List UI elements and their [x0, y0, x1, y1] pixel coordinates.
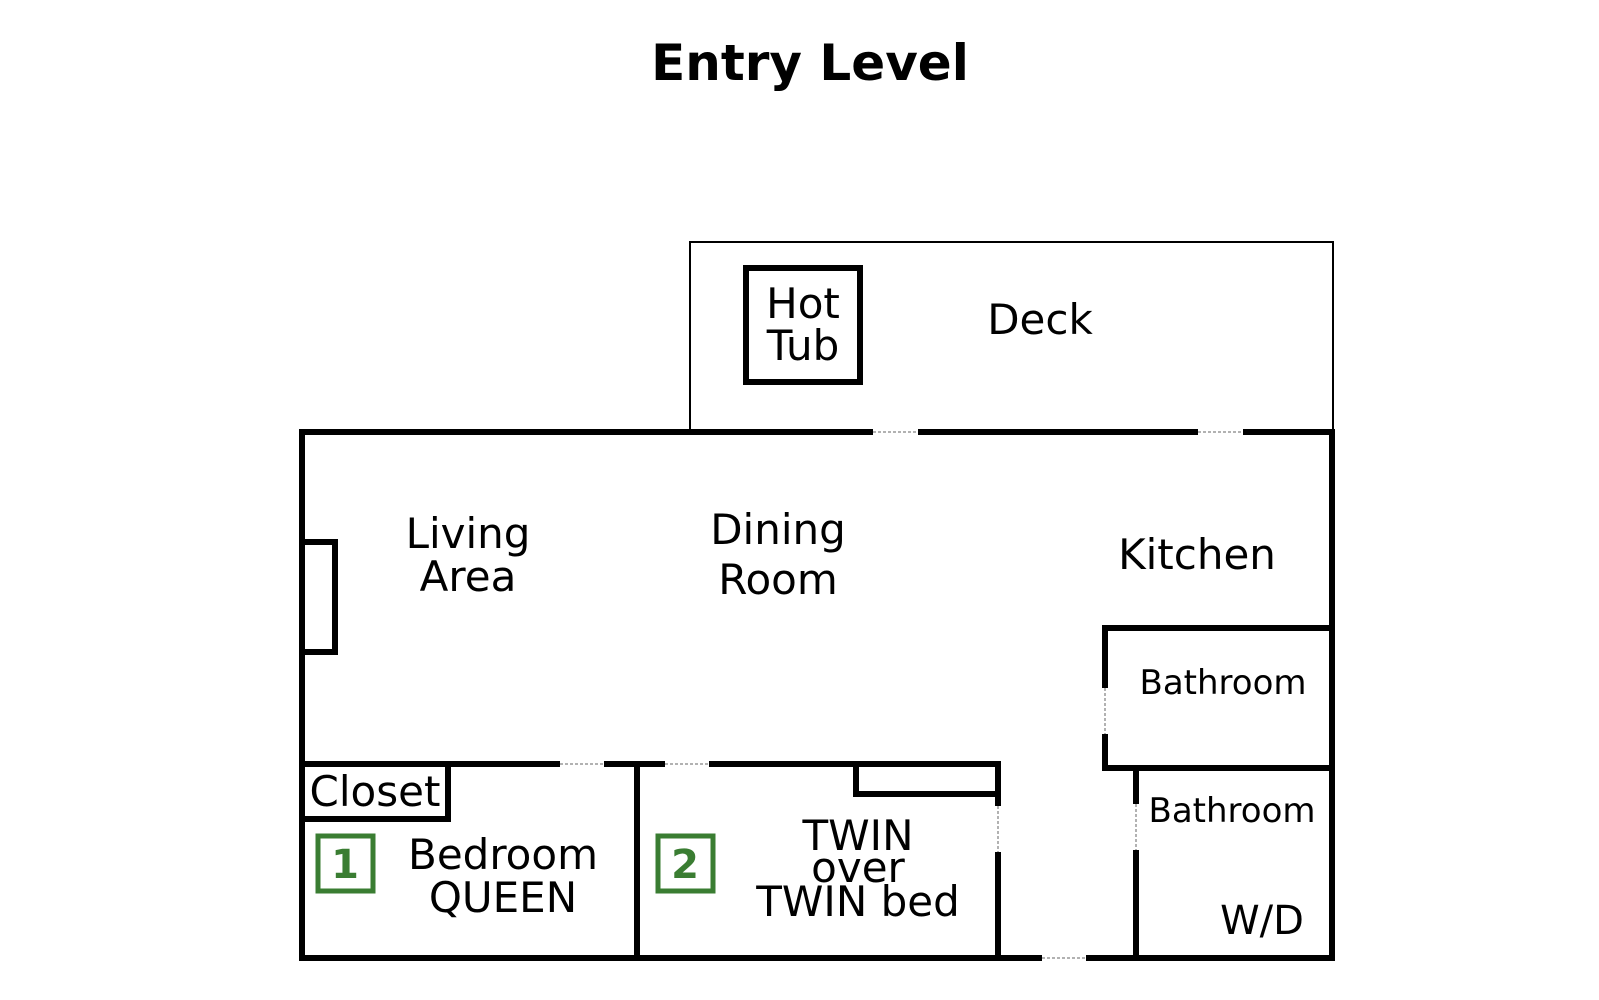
- bedroom2-label-line2: over: [811, 843, 905, 892]
- page-title: Entry Level: [651, 34, 969, 92]
- kitchen-label: Kitchen: [1118, 530, 1276, 579]
- bedroom2-number: 2: [671, 842, 699, 888]
- dining-room-label-line2: Room: [718, 555, 838, 604]
- hot-tub-label-line1: Hot: [766, 279, 840, 328]
- living-area-label-line2: Area: [420, 552, 517, 601]
- bedroom1-number-badge: [315, 833, 376, 894]
- bedroom2-number-badge: [655, 833, 716, 894]
- door-openings: [560, 427, 1243, 963]
- living-area-label-line1: Living: [406, 509, 531, 558]
- bedroom1-label-line2: QUEEN: [429, 873, 577, 922]
- bedroom2-label-line3: TWIN bed: [755, 877, 960, 926]
- lower-bathroom-label: Bathroom: [1149, 791, 1316, 831]
- washer-dryer-label: W/D: [1220, 898, 1304, 944]
- hot-tub-outline: [743, 265, 863, 385]
- hot-tub-label-line2: Tub: [766, 321, 840, 370]
- closet-outline: [299, 761, 451, 822]
- bedroom2-label-line1: TWIN: [802, 811, 914, 860]
- fireplace: [299, 539, 338, 655]
- bedroom1-label-line1: Bedroom: [408, 830, 598, 879]
- upper-bathroom-label: Bathroom: [1140, 663, 1307, 703]
- closet-label: Closet: [310, 767, 441, 816]
- bedroom2-closet: [853, 761, 1001, 797]
- dining-room-label-line1: Dining: [710, 505, 846, 554]
- deck-label: Deck: [987, 295, 1093, 344]
- bedroom1-number: 1: [331, 842, 359, 888]
